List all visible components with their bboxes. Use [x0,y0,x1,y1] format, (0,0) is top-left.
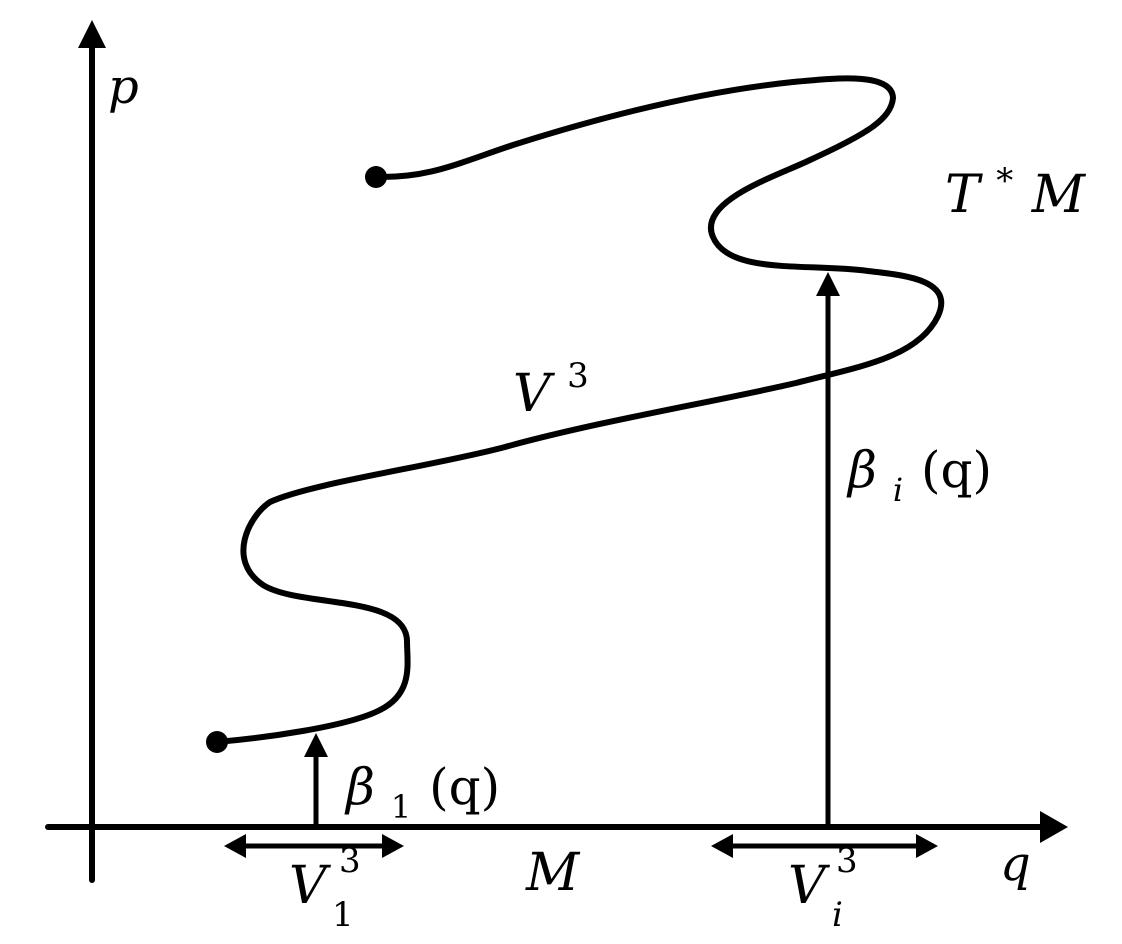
vi-interval-label: V [788,856,830,916]
beta-i-subscript: i [893,471,903,509]
vi-superscript-label: 3 [836,841,858,881]
lagrangian-curve-v3 [214,75,945,745]
interval-arrows-group [224,834,938,858]
cotangent-bundle-tail: M [1031,165,1087,225]
beta-1-subscript: 1 [391,788,411,826]
beta-1-argument: (q) [429,758,500,816]
curve-end-point-icon [365,166,387,188]
v1-main: V [289,856,331,916]
beta-i-main: β [846,441,877,499]
vi-right-arrowhead-icon [916,834,938,858]
cotangent-bundle-superscript: * [996,161,1013,201]
v1-left-arrowhead-icon [224,834,246,858]
beta-i-argument: (q) [921,441,992,499]
beta-i-arrowhead-icon [816,272,840,296]
vi-left-arrowhead-icon [711,834,733,858]
vertical-arrows-group [304,272,840,830]
curve-start-point-icon [206,731,228,753]
curve-label-superscript: 3 [567,356,589,396]
v1-subscript-label: 1 [332,895,354,935]
beta-1-arrowhead-icon [304,733,328,757]
base-space-label: M [525,843,581,903]
v1-superscript-label: 3 [339,841,361,881]
cotangent-bundle-main: T [945,165,983,225]
vi-main: V [788,856,830,916]
axes-group [45,20,1068,883]
beta-1-label: β 1 (q) [344,758,500,830]
vi-subscript-label: i [832,895,843,935]
labels-group: p q M T * M V 3 β 1 (q) β i (q) V 3 1 V [108,59,1087,935]
v1-interval-label: V [289,856,331,916]
cotangent-bundle-label: T * M [945,145,1087,225]
q-axis-label: q [1000,836,1031,892]
v1-right-arrowhead-icon [382,834,404,858]
curve-label-main: V [513,364,555,424]
curve-group [206,75,945,753]
horizontal-axis-arrowhead-icon [1040,811,1068,843]
beta-1-main: β [344,758,375,816]
beta-i-label: β i (q) [846,441,992,513]
vertical-axis-arrowhead-icon [78,20,106,48]
curve-label: V 3 [513,356,589,424]
p-axis-label: p [108,59,139,115]
